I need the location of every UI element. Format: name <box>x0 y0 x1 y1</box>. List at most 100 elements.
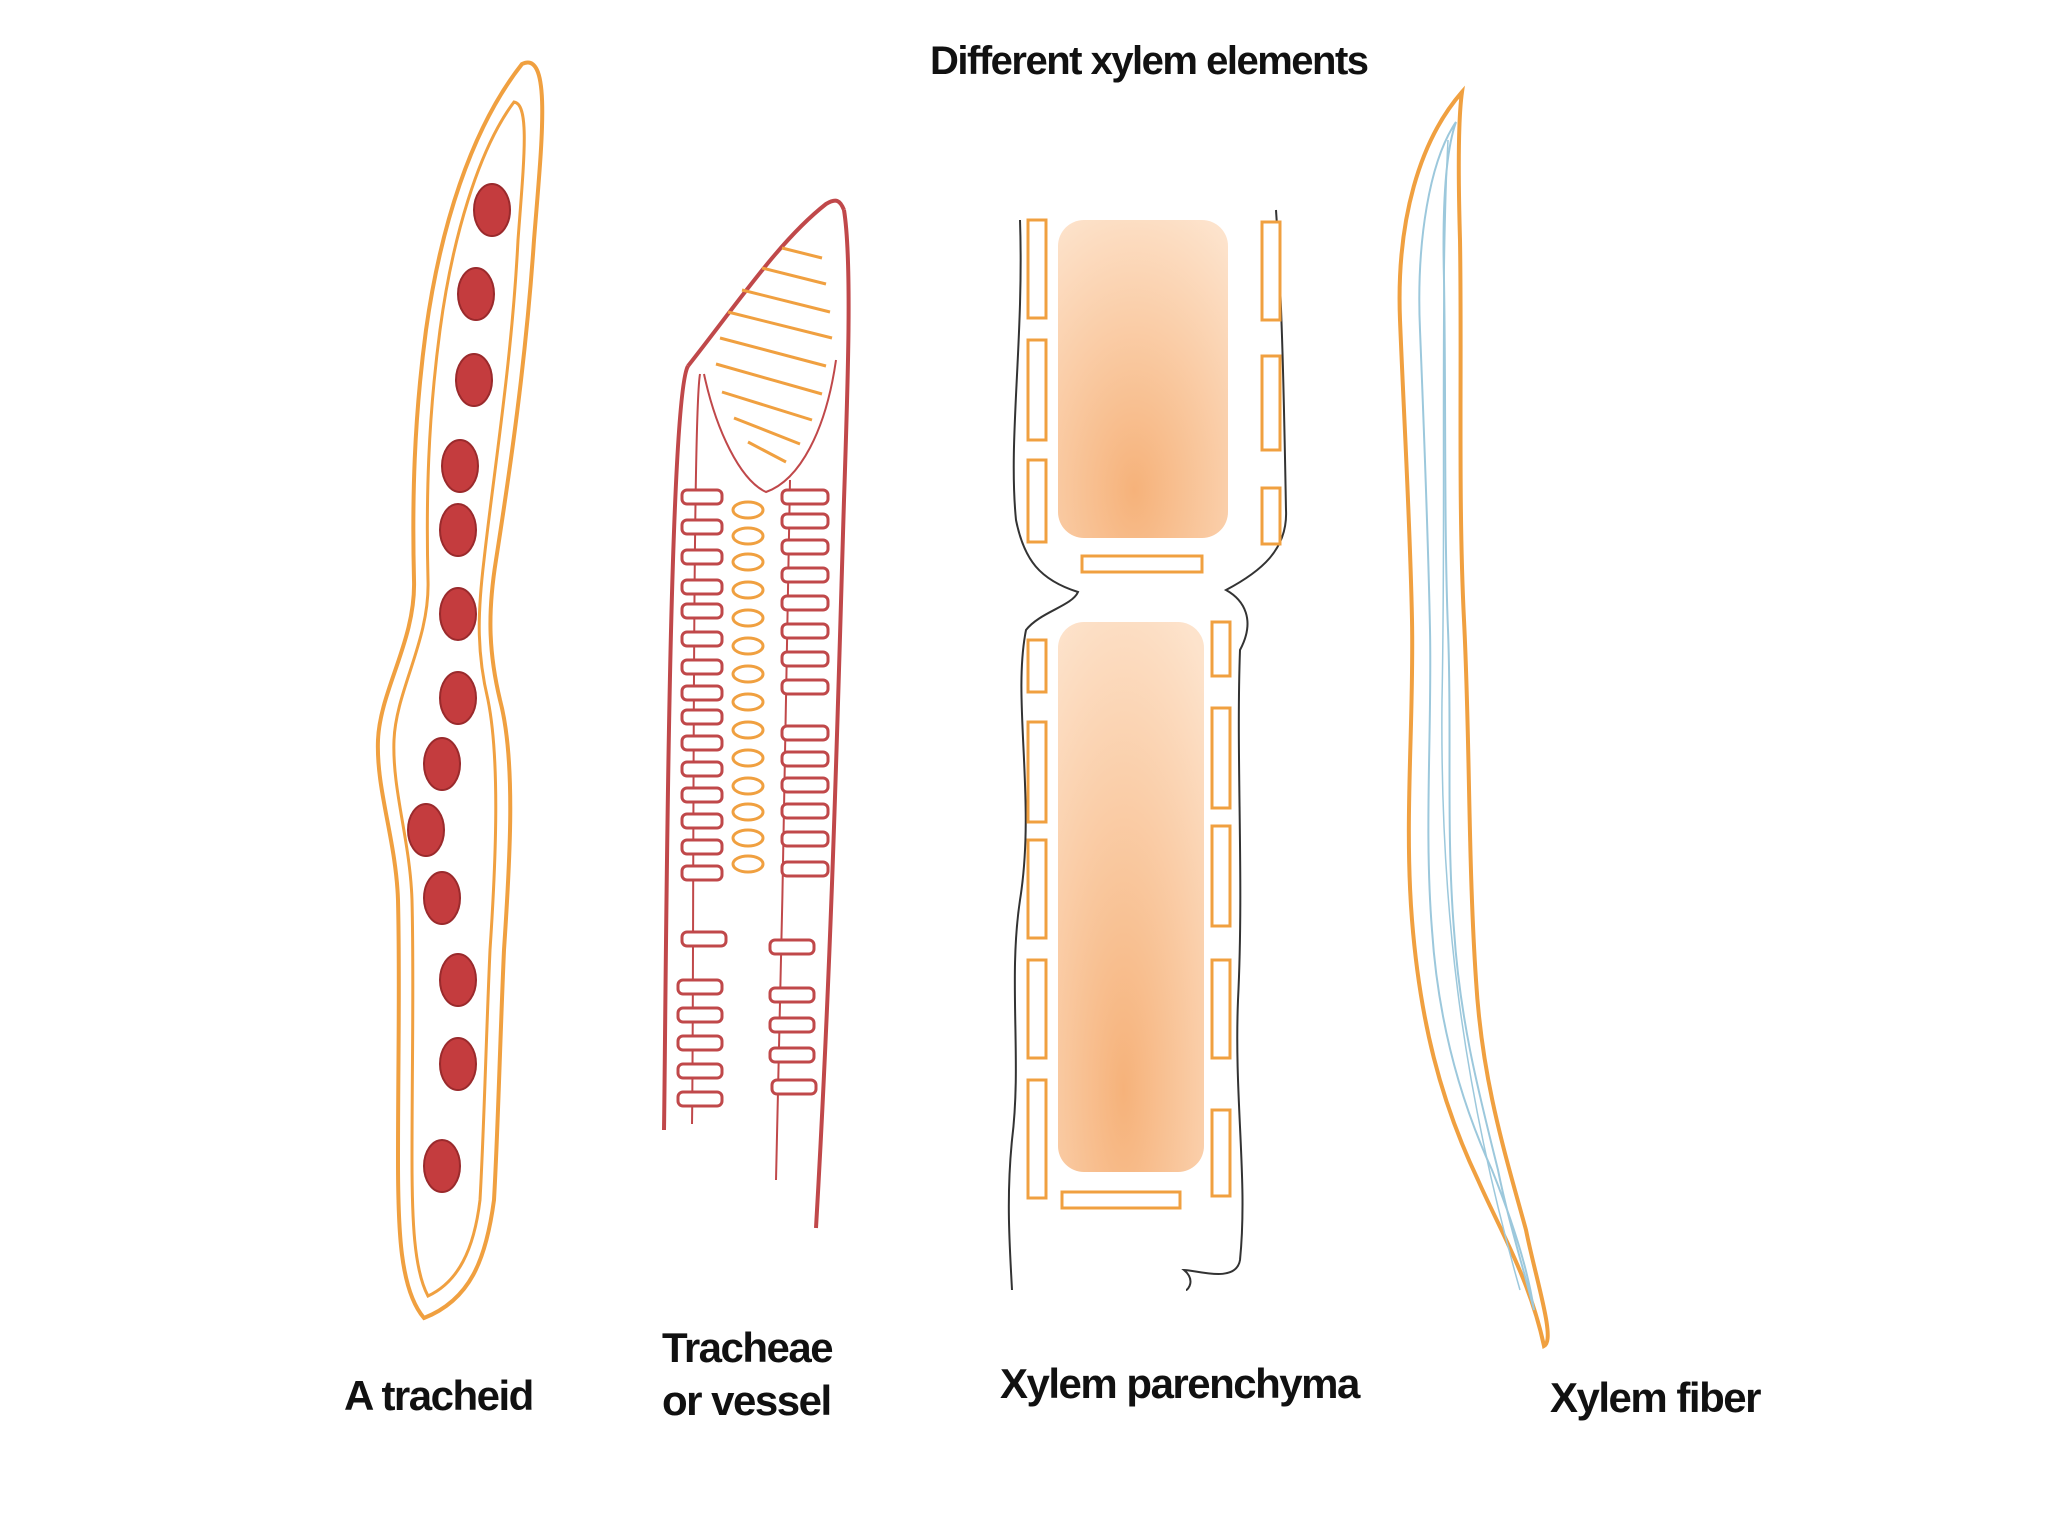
tracheid-pits <box>407 183 511 1193</box>
tracheid-pit <box>441 439 479 493</box>
vessel-right-pit <box>780 830 830 848</box>
vessel-hatch-line <box>747 440 787 464</box>
vessel-right-pit <box>780 802 830 820</box>
parenchyma-pit <box>1026 720 1048 824</box>
vessel-right-pit <box>780 538 830 556</box>
parenchyma-pit <box>1210 706 1232 810</box>
vessel-right-wall <box>814 209 851 1229</box>
tracheid-pit <box>455 353 493 407</box>
vessel-hatch-line <box>715 362 823 396</box>
parenchyma-pit <box>1026 958 1048 1060</box>
tracheid-pit <box>457 267 495 321</box>
vessel-middle-pit <box>731 802 765 822</box>
parenchyma-pit <box>1260 354 1282 452</box>
vessel-middle-pit <box>731 828 765 848</box>
xylem-parenchyma <box>1007 209 1288 1291</box>
label-tracheae-line1: Tracheae <box>662 1324 834 1371</box>
vessel-left-pit <box>680 838 724 856</box>
parenchyma-pit <box>1080 554 1204 574</box>
vessel-left-pit <box>680 864 724 882</box>
vessel-right-pit <box>768 986 816 1004</box>
tracheid-outer-wall <box>375 60 545 1321</box>
label-tracheae-line2: or vessel <box>662 1376 832 1424</box>
vessel-perforation-plate <box>703 359 837 494</box>
vessel-left-pit <box>680 578 724 596</box>
tracheid-pit <box>423 871 461 925</box>
vessel-left-pit <box>680 602 724 620</box>
parenchyma-pit <box>1026 218 1048 320</box>
vessel-left-pit <box>680 930 728 948</box>
parenchyma-pit <box>1260 486 1282 546</box>
parenchyma-pit <box>1260 220 1282 322</box>
vessel-right-pit <box>780 750 830 768</box>
tracheid-pit <box>473 183 511 237</box>
label-xylem-fiber: Xylem fiber <box>1550 1374 1761 1421</box>
vessel-left-pit <box>680 488 724 506</box>
vessel-hatch-line <box>727 310 833 340</box>
vessel-middle-pit <box>731 580 765 600</box>
vessel-middle-pit <box>731 552 765 572</box>
vessel-left-pit <box>680 658 724 676</box>
vessel-hatch-line <box>721 390 813 422</box>
parenchyma-pit <box>1210 620 1232 678</box>
vessel-left-pit <box>680 734 724 752</box>
vessel-hatch-line <box>733 416 801 446</box>
vessel-right-pit <box>780 566 830 584</box>
vessel-middle-pit <box>731 500 765 520</box>
vessel-top-rim <box>686 198 846 368</box>
parenchyma-pit <box>1026 338 1048 442</box>
vessel-middle-pit <box>731 692 765 712</box>
diagram-title: Different xylem elements <box>930 39 1369 83</box>
parenchyma-pit <box>1060 1190 1182 1210</box>
vessel-scalariform-hatching <box>715 246 833 464</box>
tracheid-cell <box>375 60 545 1321</box>
vessel-right-pit <box>780 724 830 742</box>
vessel-left-pit <box>680 760 724 778</box>
parenchyma-left-outline <box>1007 219 1080 1291</box>
tracheid-pit <box>439 503 477 557</box>
fiber-inner-line <box>1441 139 1521 1291</box>
vessel-right-pit <box>780 776 830 794</box>
parenchyma-pit <box>1210 824 1232 928</box>
vessel-element <box>662 198 851 1229</box>
parenchyma-pit <box>1210 958 1232 1060</box>
vessel-middle-pit <box>731 608 765 628</box>
vessel-hatch-line <box>719 336 827 368</box>
vessel-right-wall-pits <box>768 488 830 1096</box>
parenchyma-pit <box>1026 638 1048 694</box>
vessel-hatch-line <box>741 288 831 314</box>
vessel-right-pit <box>768 1016 816 1034</box>
label-tracheae-or-vessel: Tracheae or vessel <box>662 1322 834 1427</box>
tracheid-pit <box>423 737 461 791</box>
vessel-middle-pit <box>731 776 765 796</box>
parenchyma-cell-lower <box>1058 622 1204 1172</box>
vessel-middle-pit <box>731 636 765 656</box>
vessel-left-pit <box>676 1090 724 1108</box>
vessel-middle-pit <box>731 854 765 874</box>
vessel-right-pit <box>768 1046 816 1064</box>
tracheid-pit <box>439 671 477 725</box>
vessel-left-pit <box>680 786 724 804</box>
label-xylem-parenchyma: Xylem parenchyma <box>1000 1360 1360 1407</box>
parenchyma-wall-pits <box>1026 218 1282 1210</box>
vessel-middle-pits <box>731 500 765 874</box>
vessel-right-pit <box>780 622 830 640</box>
parenchyma-right-outline <box>1181 209 1288 1291</box>
vessel-left-pit <box>676 978 724 996</box>
fiber-inner-wall <box>1418 121 1535 1311</box>
vessel-right-pit <box>780 678 830 696</box>
vessel-hatch-line <box>761 266 827 286</box>
vessel-right-pit <box>780 594 830 612</box>
vessel-left-pit <box>680 684 724 702</box>
parenchyma-pit <box>1026 458 1048 544</box>
xylem-fiber <box>1397 85 1550 1349</box>
tracheid-pit <box>439 587 477 641</box>
vessel-left-pit <box>676 1006 724 1024</box>
vessel-left-pit <box>680 708 724 726</box>
tracheid-pit <box>407 803 445 857</box>
vessel-left-pit <box>676 1062 724 1080</box>
vessel-middle-pit <box>731 748 765 768</box>
vessel-left-pit <box>680 630 724 648</box>
